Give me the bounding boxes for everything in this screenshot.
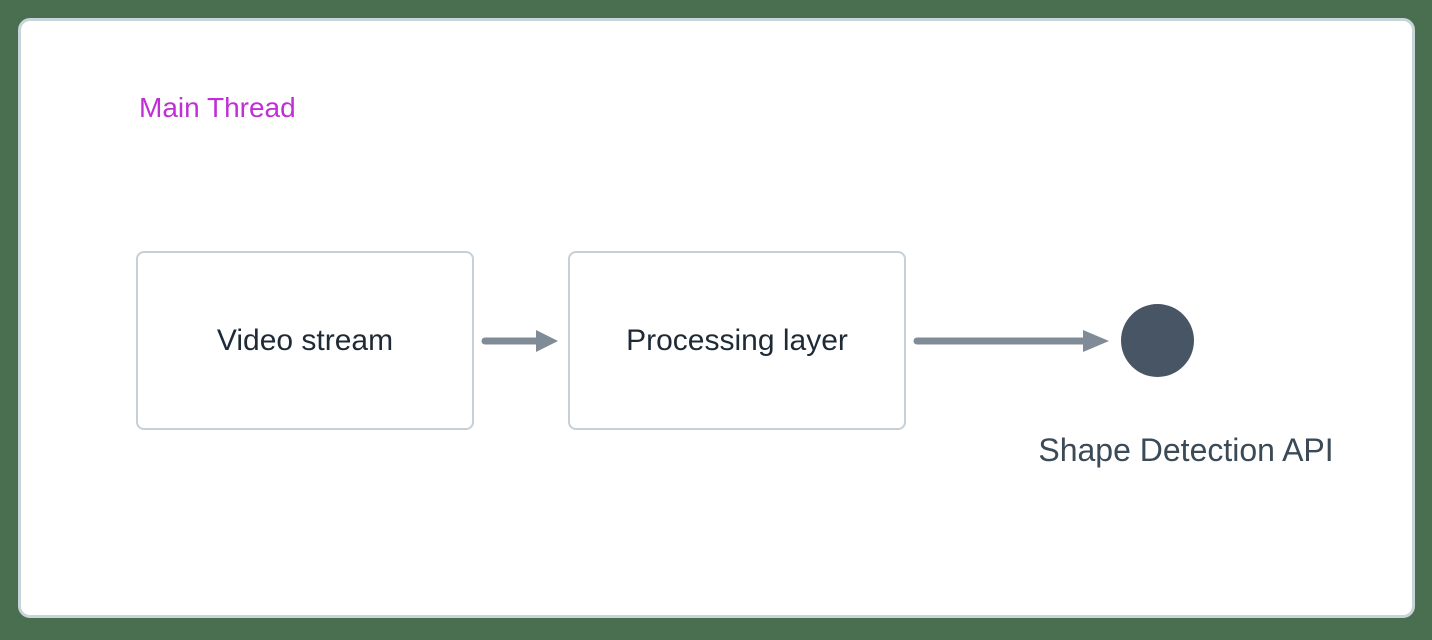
- arrow-right-icon: [481, 330, 558, 352]
- api-endpoint-label: Shape Detection API: [1038, 432, 1334, 468]
- arrow-right-icon: [913, 330, 1109, 352]
- node-processing-layer-label: Processing layer: [626, 323, 848, 357]
- node-video-stream: Video stream: [136, 251, 474, 430]
- node-processing-layer: Processing layer: [568, 251, 906, 430]
- main-thread-panel: Main Thread Video stream Processing laye…: [18, 18, 1415, 618]
- api-endpoint-circle: [1121, 304, 1194, 377]
- node-video-stream-label: Video stream: [216, 323, 394, 357]
- thread-label: Main Thread: [139, 92, 296, 123]
